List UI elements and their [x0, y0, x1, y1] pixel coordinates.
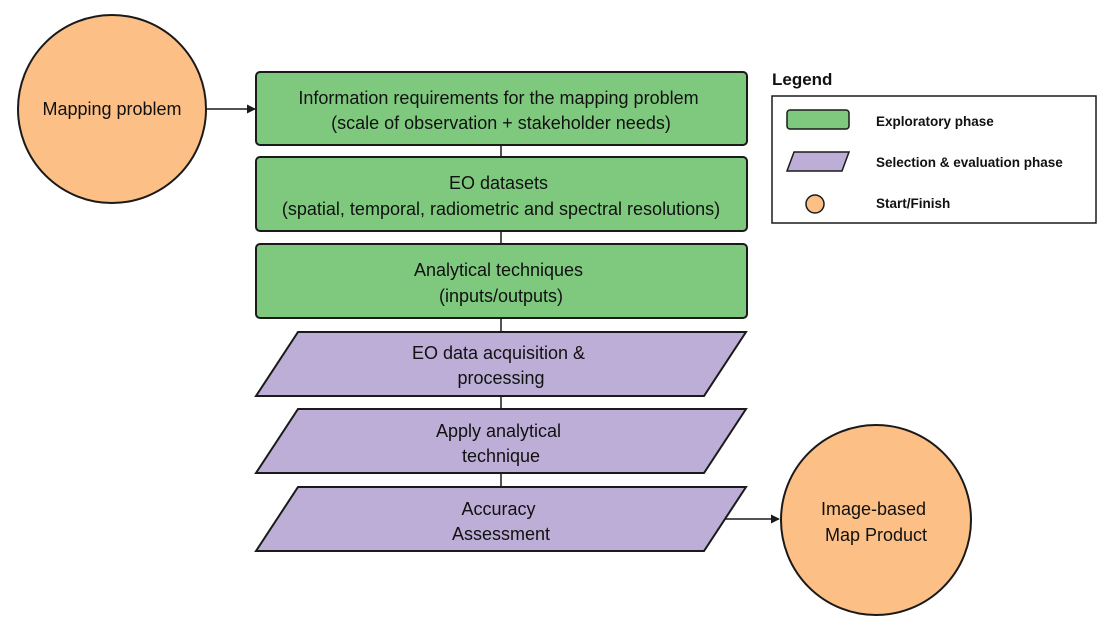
- accuracy-assessment-label-line1: Accuracy: [461, 499, 535, 519]
- eo-datasets-label-line1: EO datasets: [449, 173, 548, 193]
- svg-text:EO datasets (spatial, te: EO datasets (spatial, temporal, radiomet…: [282, 173, 720, 219]
- eo-data-acquisition-label-line2: processing: [457, 368, 544, 388]
- analytical-techniques-node: Analytical techniques (inputs/outputs): [255, 243, 748, 319]
- legend-label-exploratory: Exploratory phase: [876, 114, 994, 129]
- svg-text:Image-based Map Product: Image-based Map Product: [821, 499, 931, 545]
- legend-title: Legend: [772, 70, 832, 89]
- svg-text:Analytical techniques (i: Analytical techniques (inputs/outputs): [414, 260, 588, 306]
- svg-text:Accuracy Assessment: Accuracy Assessment: [452, 499, 550, 544]
- information-requirements-label-line1: Information requirements for the mapping…: [298, 88, 698, 108]
- apply-technique-shape: [254, 408, 748, 474]
- legend-label-start-finish: Start/Finish: [876, 196, 950, 211]
- svg-text:Apply analytical techniq: Apply analytical technique: [436, 421, 566, 466]
- apply-technique-node: Apply analytical technique: [254, 408, 748, 474]
- apply-technique-label-line2: technique: [462, 446, 540, 466]
- svg-text:Mapping problem: Mapping problem: [42, 99, 181, 119]
- start-node-shape: [17, 14, 207, 204]
- accuracy-assessment-label-line2: Assessment: [452, 524, 550, 544]
- information-requirements-label-line2: (scale of observation + stakeholder need…: [331, 113, 671, 133]
- information-requirements-node: Information requirements for the mapping…: [255, 71, 748, 146]
- eo-datasets-shape: [255, 156, 748, 232]
- eo-data-acquisition-label-line1: EO data acquisition &: [412, 343, 585, 363]
- legend: Legend Exploratory phase Selection & eva…: [771, 70, 1097, 224]
- eo-datasets-node: EO datasets (spatial, temporal, radiomet…: [255, 156, 748, 232]
- connectors: [207, 104, 780, 524]
- eo-data-acquisition-shape: [254, 331, 748, 397]
- analytical-techniques-shape: [255, 243, 748, 319]
- legend-label-selection: Selection & evaluation phase: [876, 155, 1063, 170]
- start-node-label: Mapping problem: [42, 99, 181, 119]
- svg-text:EO data acquisition & pr: EO data acquisition & processing: [412, 343, 590, 388]
- finish-node-label-line1: Image-based: [821, 499, 926, 519]
- accuracy-assessment-node: Accuracy Assessment: [254, 486, 748, 552]
- accuracy-assessment-shape: [254, 486, 748, 552]
- svg-text:Information requirements for t: Information requirements for the mapping…: [298, 88, 703, 133]
- start-node: Mapping problem: [17, 14, 207, 204]
- information-requirements-shape: [255, 71, 748, 146]
- apply-technique-label-line1: Apply analytical: [436, 421, 561, 441]
- legend-swatch-start-finish: [805, 194, 825, 214]
- finish-node: Image-based Map Product: [780, 424, 972, 616]
- analytical-techniques-label-line1: Analytical techniques: [414, 260, 583, 280]
- legend-swatch-exploratory: [786, 109, 850, 130]
- eo-datasets-label-line2: (spatial, temporal, radiometric and spec…: [282, 199, 720, 219]
- finish-node-shape: [780, 424, 972, 616]
- finish-node-label-line2: Map Product: [825, 525, 927, 545]
- legend-swatch-selection: [785, 151, 851, 172]
- eo-data-acquisition-node: EO data acquisition & processing: [254, 331, 748, 397]
- analytical-techniques-label-line2: (inputs/outputs): [439, 286, 563, 306]
